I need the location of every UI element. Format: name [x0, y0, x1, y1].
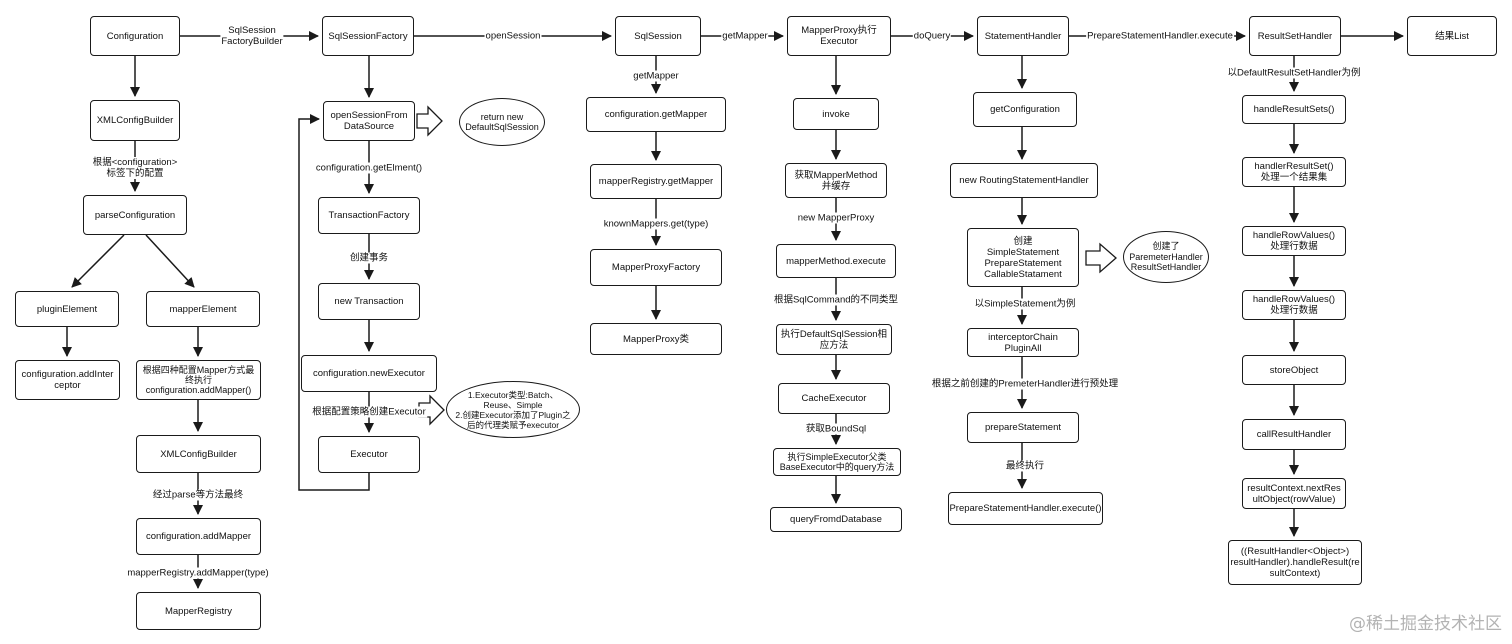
node-mapper-registry: MapperRegistry	[136, 592, 261, 630]
edge-label-open-session: openSession	[484, 30, 542, 42]
node-plugin-element: pluginElement	[15, 291, 119, 327]
node-transaction-factory: TransactionFactory	[318, 197, 420, 234]
node-configuration: Configuration	[90, 16, 180, 56]
block-arrows	[416, 105, 1117, 426]
edge-label-mapper-registry-add-mapper: mapperRegistry.addMapper(type)	[126, 567, 270, 579]
edge-label-new-mapper-proxy: new MapperProxy	[796, 212, 876, 224]
node-executor: Executor	[318, 436, 420, 473]
node-mapper-config-note: 根据四种配置Mapper方式最 终执行 configuration.addMap…	[136, 360, 261, 400]
edge-label-by-config-strategy: 根据配置策略创建Executor	[311, 406, 427, 418]
node-sqlsession-factory: SqlSessionFactory	[322, 16, 414, 56]
node-prepare-statement-handler-execute: PrepareStatementHandler.execute()	[948, 492, 1103, 525]
edge-label-with-default-resultset-handler: 以DefaultResultSetHandler为例	[1226, 67, 1362, 79]
node-resultset-handler: ResultSetHandler	[1249, 16, 1341, 56]
node-sqlsession: SqlSession	[615, 16, 701, 56]
edge-label-sqlsession-factory-builder: SqlSession FactoryBuilder	[220, 25, 284, 47]
edge-label-create-transaction: 创建事务	[348, 252, 390, 264]
node-mapper-proxy-class: MapperProxy类	[590, 323, 722, 355]
node-result-list: 结果List	[1407, 16, 1497, 56]
node-next-result-object: resultContext.nextRes ultObject(rowValue…	[1242, 478, 1346, 509]
node-invoke: invoke	[793, 98, 879, 130]
edge-label-configuration-get-element: configuration.getElment()	[314, 162, 424, 174]
node-configuration-get-mapper: configuration.getMapper	[586, 97, 726, 132]
node-new-transaction: new Transaction	[318, 283, 420, 320]
node-new-routing-statement-handler: new RoutingStatementHandler	[950, 163, 1098, 198]
node-return-default-sqlsession: return new DefaultSqlSession	[459, 98, 545, 146]
node-exec-simple-executor: 执行SimpleExecutor父类 BaseExecutor中的query方法	[773, 448, 901, 476]
watermark: @稀土掘金技术社区	[1349, 614, 1502, 634]
node-get-configuration: getConfiguration	[973, 92, 1077, 127]
node-configuration-add-mapper: configuration.addMapper	[136, 518, 261, 555]
node-store-object: storeObject	[1242, 355, 1346, 385]
edge-label-by-premeter-handler: 根据之前创建的PremeterHandler进行预处理	[930, 378, 1120, 390]
node-get-mapper-method: 获取MapperMethod 并缓存	[785, 163, 887, 198]
block-arrow-default-sqlsession	[416, 105, 443, 137]
edge-label-do-query: doQuery	[912, 30, 952, 42]
edge-label-get-mapper-col: getMapper	[632, 70, 680, 82]
node-created-handlers: 创建了 ParemeterHandler ResultSetHandler	[1123, 231, 1209, 283]
block-arrow-created-handlers	[1085, 242, 1117, 274]
edge-label-known-mappers-get: knownMappers.get(type)	[602, 218, 710, 230]
node-mapperproxy-executor: MapperProxy执行 Executor	[787, 16, 891, 56]
node-xml-config-builder: XMLConfigBuilder	[90, 100, 180, 141]
connector-lines	[62, 31, 1404, 589]
node-create-statements: 创建 SimpleStatement PrepareStatement Call…	[967, 228, 1079, 287]
edge-label-final-execute: 最终执行	[1004, 460, 1046, 472]
edge-label-prepare-statement-handler-execute: PrepareStatementHandler.execute	[1086, 30, 1234, 42]
node-exec-default-sqlsession: 执行DefaultSqlSession相 应方法	[776, 324, 892, 355]
node-parse-configuration: parseConfiguration	[83, 195, 187, 235]
node-handle-result: ((ResultHandler<Object>) resultHandler).…	[1228, 540, 1362, 585]
node-mapper-registry-get-mapper: mapperRegistry.getMapper	[590, 164, 722, 199]
node-query-from-database: queryFromdDatabase	[770, 507, 902, 532]
node-open-session-from-ds: openSessionFrom DataSource	[323, 101, 415, 141]
node-handle-row-values-2: handleRowValues() 处理行数据	[1242, 290, 1346, 320]
node-interceptor-chain: interceptorChain PluginAll	[967, 328, 1079, 357]
node-mapper-element: mapperElement	[146, 291, 260, 327]
node-executor-types-note: 1.Executor类型:Batch、 Reuse、Simple 2.创建Exe…	[446, 381, 580, 438]
node-handle-result-sets: handleResultSets()	[1242, 95, 1346, 124]
node-mapper-proxy-factory: MapperProxyFactory	[590, 249, 722, 286]
edge-label-by-configuration-tag: 根据<configuration> 标签下的配置	[91, 157, 179, 179]
node-xml-config-builder-2: XMLConfigBuilder	[136, 435, 261, 473]
edge-label-with-simple-statement: 以SimpleStatement为例	[973, 298, 1077, 310]
edge-label-parse-method-final: 经过parse等方法最终	[151, 489, 245, 501]
node-call-result-handler: callResultHandler	[1242, 419, 1346, 450]
edge-label-by-sql-command: 根据SqlCommand的不同类型	[772, 294, 900, 306]
node-add-interceptor: configuration.addInter ceptor	[15, 360, 120, 400]
node-configuration-new-executor: configuration.newExecutor	[301, 355, 437, 392]
node-cache-executor: CacheExecutor	[778, 383, 890, 414]
node-handler-result-set: handlerResultSet() 处理一个结果集	[1242, 157, 1346, 187]
node-handle-row-values-1: handleRowValues() 处理行数据	[1242, 226, 1346, 256]
node-mapper-method-execute: mapperMethod.execute	[776, 244, 896, 278]
edge-label-get-mapper-top: getMapper	[721, 30, 769, 42]
edge-label-get-bound-sql: 获取BoundSql	[804, 423, 868, 435]
node-prepare-statement: prepareStatement	[967, 412, 1079, 443]
node-statement-handler: StatementHandler	[977, 16, 1069, 56]
